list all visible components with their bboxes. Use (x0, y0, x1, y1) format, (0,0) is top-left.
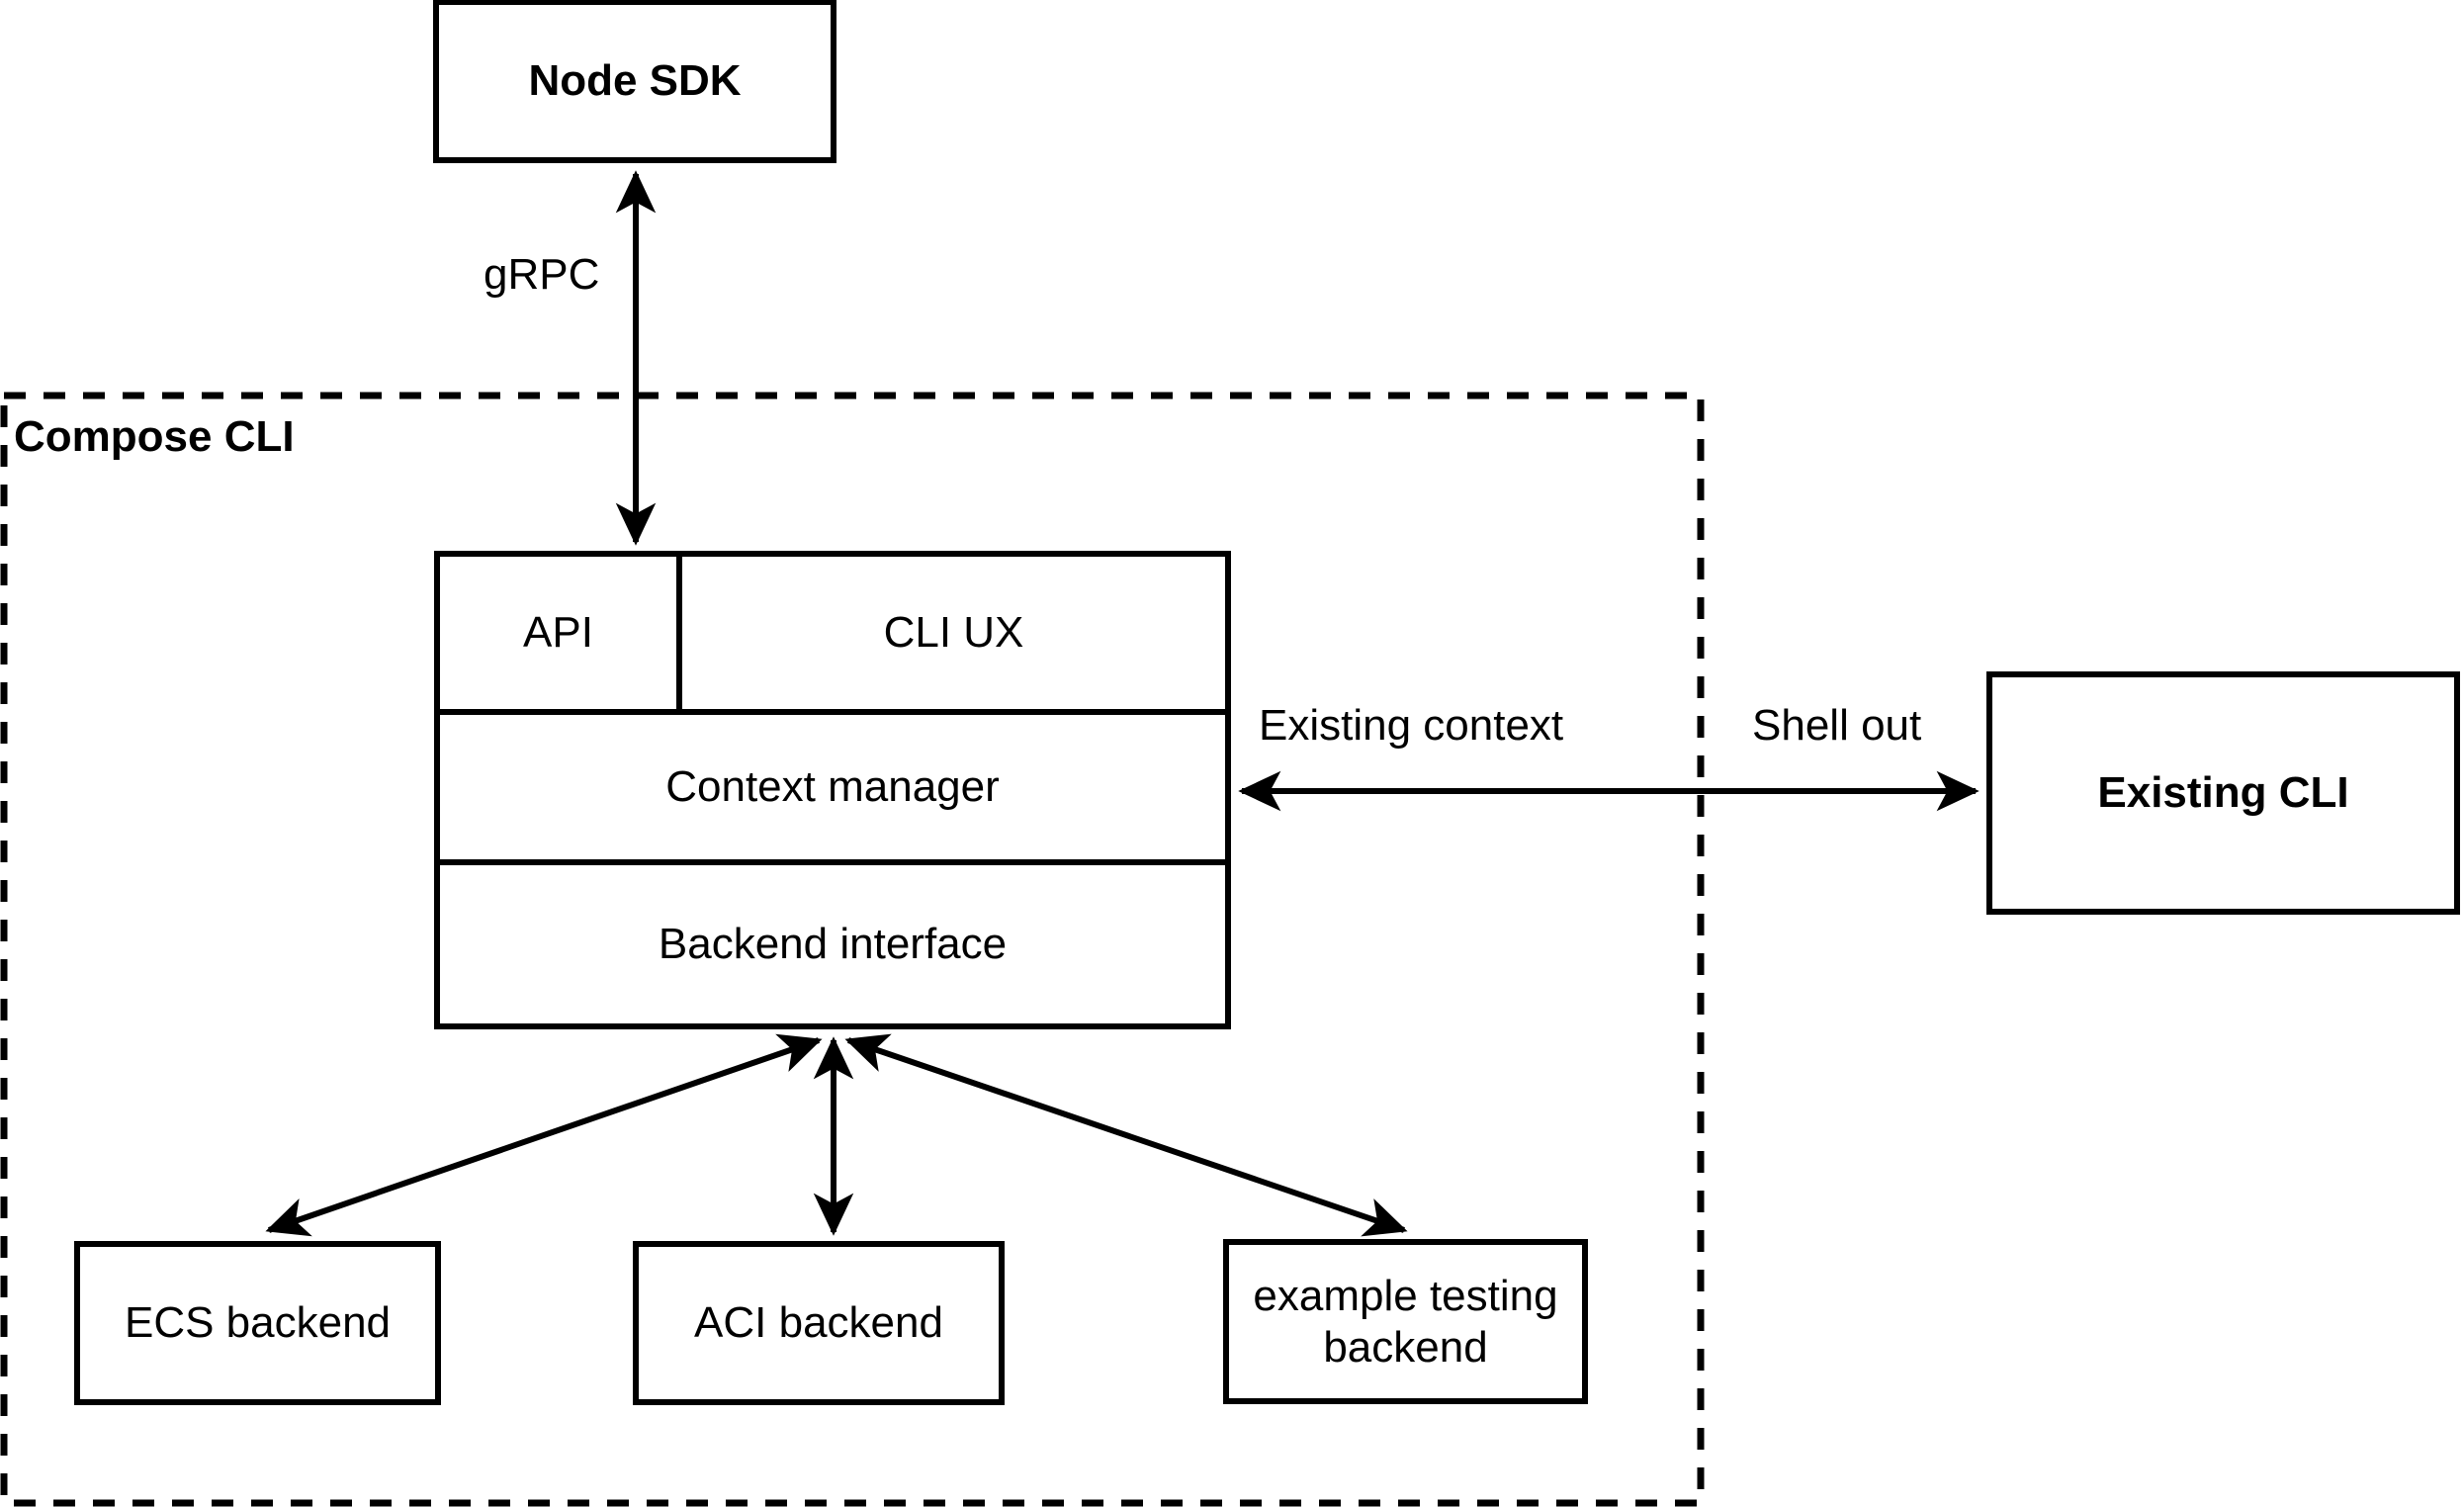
compose-cli-group-border (0, 392, 1705, 1507)
aci-backend-box[interactable] (633, 1241, 1005, 1405)
backend-to-example-arrow (844, 1033, 1408, 1237)
grpc-edge-label: gRPC (484, 250, 600, 299)
compose-cli-group-label: Compose CLI (14, 412, 295, 461)
ecs-backend-box[interactable] (74, 1241, 441, 1405)
example-backend-box[interactable] (1223, 1239, 1588, 1404)
backend-to-ecs-arrow (265, 1033, 823, 1237)
existing-context-edge-label: Existing context (1259, 701, 1564, 750)
compose-cli-stack-box (434, 551, 1231, 1029)
shell-out-edge-label: Shell out (1752, 701, 1922, 750)
existing-cli-box[interactable] (1986, 671, 2460, 915)
node-sdk-box[interactable] (433, 0, 836, 163)
